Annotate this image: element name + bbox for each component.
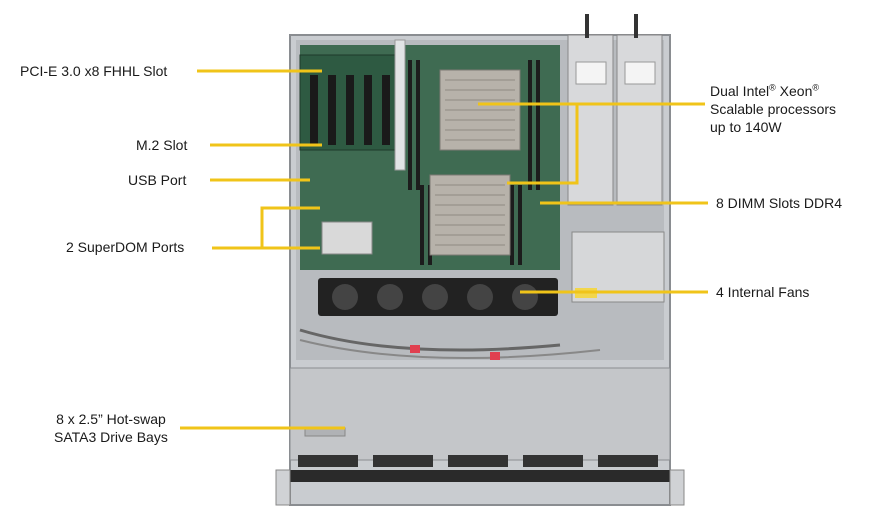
drive-bays-line2: SATA3 Drive Bays xyxy=(54,429,168,445)
drive-bays-label: 8 x 2.5” Hot-swap SATA3 Drive Bays xyxy=(54,410,168,446)
internal-fans-label: 4 Internal Fans xyxy=(716,284,810,300)
cpu-label-line1: Dual Intel® Xeon® xyxy=(710,82,820,99)
superdom-ports-label: 2 SuperDOM Ports xyxy=(66,239,185,255)
dimm-slots-label: 8 DIMM Slots DDR4 xyxy=(716,195,843,211)
psu-1 xyxy=(567,34,614,206)
psu-2 xyxy=(616,34,663,206)
cpu-label-line3: up to 140W xyxy=(710,119,782,135)
drive-bays-line1: 8 x 2.5” Hot-swap xyxy=(56,411,166,427)
cpu-label-line2: Scalable processors xyxy=(710,101,837,117)
drive-bay-cage xyxy=(289,367,671,461)
pcie-slot-label: PCI-E 3.0 x8 FHHL Slot xyxy=(20,63,168,79)
usb-port-label: USB Port xyxy=(128,172,187,188)
m2-slot-label: M.2 Slot xyxy=(136,137,188,153)
cpu-label: Dual Intel® Xeon® Scalable processors up… xyxy=(710,82,836,136)
